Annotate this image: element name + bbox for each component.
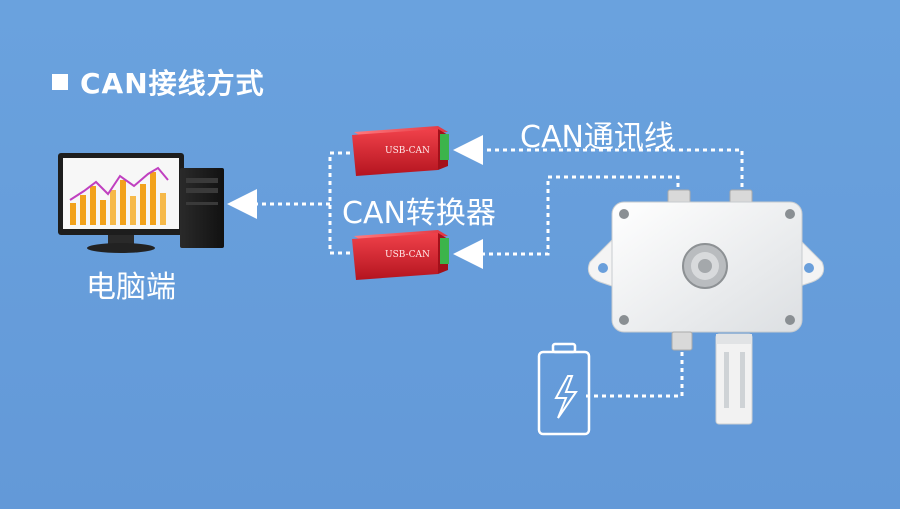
square-bullet-icon bbox=[52, 74, 68, 90]
can-converter-2: USB-CAN bbox=[352, 230, 449, 280]
wiring-lines bbox=[227, 135, 744, 398]
title-text: CAN接线方式 bbox=[80, 67, 265, 100]
device-text-1: USB-CAN bbox=[385, 146, 430, 156]
can-cable-top bbox=[453, 135, 744, 195]
sensor-device bbox=[587, 189, 825, 425]
terminal-block-green bbox=[440, 238, 449, 264]
converter-bracket bbox=[328, 151, 350, 255]
can-cable-label: CAN通讯线 bbox=[520, 120, 674, 155]
monitor-neck bbox=[108, 235, 134, 244]
converter-label: CAN转换器 bbox=[342, 196, 496, 231]
can-converter-1: USB-CAN bbox=[352, 126, 449, 176]
pc-label: 电脑端 bbox=[86, 270, 176, 305]
monitor-base bbox=[87, 243, 155, 253]
can-cable-bottom bbox=[453, 175, 680, 269]
section-title: CAN接线方式 bbox=[52, 62, 265, 102]
battery-icon bbox=[537, 342, 591, 436]
screen-bar-chart bbox=[69, 166, 169, 225]
power-line bbox=[585, 352, 684, 398]
pc-computer bbox=[58, 153, 224, 253]
device-text-2: USB-CAN bbox=[385, 250, 430, 260]
terminal-block-green bbox=[440, 134, 449, 160]
